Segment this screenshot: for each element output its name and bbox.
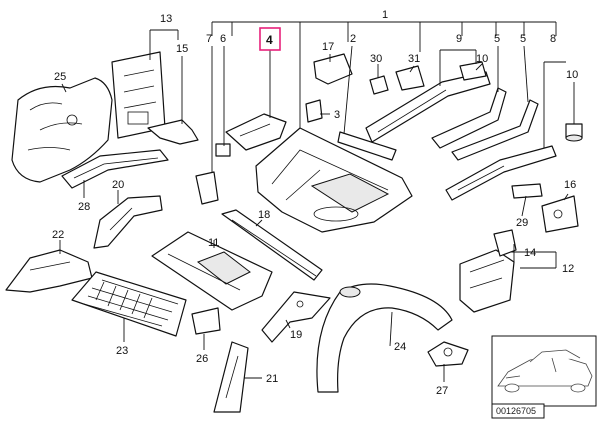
label-part-11: 11 [208, 237, 219, 249]
part-11-floor-section [151, 231, 273, 311]
label-part-1: 1 [382, 9, 388, 21]
part-3-clip [305, 99, 323, 123]
label-part-31: 31 [408, 53, 420, 65]
label-part-26: 26 [196, 353, 208, 365]
label-part-29: 29 [516, 217, 528, 229]
label-part-14: 14 [524, 247, 536, 259]
highlight-box [259, 27, 281, 51]
label-part-20: 20 [112, 179, 124, 191]
part-12-side-panel [459, 249, 515, 313]
label-part-24: 24 [394, 341, 406, 353]
part-28-crossmember [61, 149, 169, 189]
label-part-30: 30 [370, 53, 382, 65]
part-9-rail [365, 71, 491, 143]
label-part-27: 27 [436, 385, 448, 397]
part-31-bracket [395, 65, 425, 91]
label-part-10b: 10 [566, 69, 578, 81]
label-part-18: 18 [258, 209, 270, 221]
part-24-wheel-arch [316, 283, 453, 393]
drawing-number: 00126705 [496, 406, 536, 416]
part-13-panel [111, 51, 166, 139]
label-part-22: 22 [52, 229, 64, 241]
part-5-rail-left [431, 87, 507, 149]
part-2-strip [337, 131, 397, 161]
part-labels: 1 2 3 4 5 5 6 7 8 9 10 10 11 12 13 14 15… [52, 9, 578, 397]
label-part-21: 21 [266, 373, 278, 385]
label-part-2: 2 [350, 33, 356, 45]
label-part-10a: 10 [476, 53, 488, 65]
label-part-17: 17 [322, 41, 334, 53]
label-part-9: 9 [456, 33, 462, 45]
leader-lines [59, 21, 575, 382]
part-1-trunk-floor [255, 127, 413, 233]
part-18-rail [221, 209, 323, 281]
part-19-bracket [261, 291, 331, 343]
label-part-8: 8 [550, 33, 556, 45]
part-7-plate [195, 171, 219, 205]
label-part-3: 3 [334, 109, 340, 121]
part-4-bracket [225, 113, 287, 151]
label-part-19: 19 [290, 329, 302, 341]
part-25-wheel-arch [11, 77, 113, 183]
part-17-bracket [313, 53, 353, 85]
label-part-6: 6 [220, 33, 226, 45]
label-part-4-highlighted: 4 [266, 33, 273, 47]
part-26-bracket [191, 307, 221, 335]
label-part-23: 23 [116, 345, 128, 357]
label-part-16: 16 [564, 179, 576, 191]
part-27-mount [427, 341, 469, 367]
part-30-clip [369, 75, 389, 95]
part-14-bracket [493, 229, 517, 257]
part-22-support [5, 249, 93, 293]
part-21-support [213, 341, 249, 413]
part-5-rail-right [451, 99, 539, 161]
part-16-panel [541, 195, 579, 233]
part-8-side-rail [445, 145, 557, 201]
part-29-strip [511, 183, 543, 199]
part-10-clip-right [565, 123, 583, 142]
label-part-25: 25 [54, 71, 66, 83]
part-20-member [93, 195, 163, 249]
vehicle-thumbnail: 00126705 [491, 335, 597, 419]
label-part-5b: 5 [520, 33, 526, 45]
label-part-7: 7 [206, 33, 212, 45]
label-part-28: 28 [78, 201, 90, 213]
part-23-floor-pan [71, 271, 187, 337]
label-part-12: 12 [562, 263, 574, 275]
part-6-clip [215, 143, 231, 157]
label-part-5a: 5 [494, 33, 500, 45]
label-part-15: 15 [176, 43, 188, 55]
label-part-13: 13 [160, 13, 172, 25]
